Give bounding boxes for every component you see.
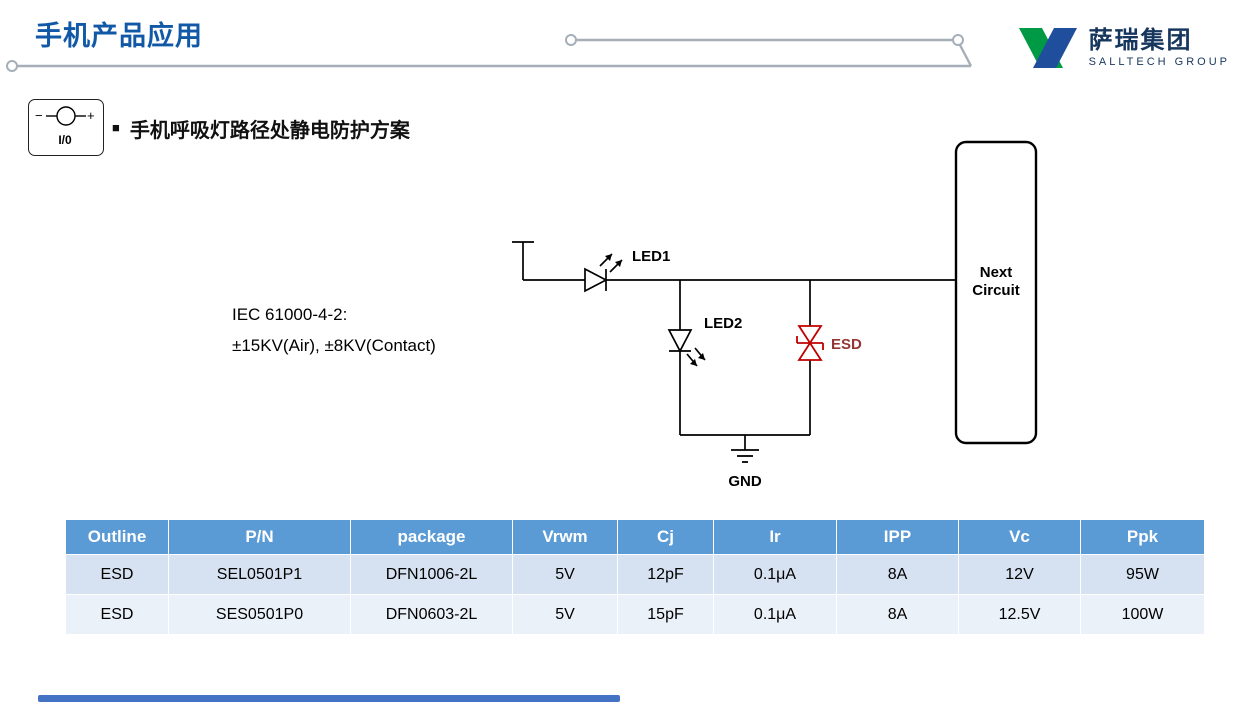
- cell-ir: 0.1μA: [713, 554, 837, 595]
- led2-symbol: [667, 329, 706, 367]
- logo-company-name: 萨瑞集团: [1088, 26, 1193, 54]
- cell-ipp: 8A: [836, 594, 959, 635]
- cell-ir: 0.1μA: [713, 594, 837, 635]
- col-header-outline: Outline: [65, 519, 169, 555]
- cell-vrwm: 5V: [512, 554, 618, 595]
- section-heading-text: 手机呼吸灯路径处静电防护方案: [129, 120, 410, 142]
- iec-standard-note: IEC 61000-4-2: ±15KV(Air), ±8KV(Contact): [232, 300, 436, 361]
- connector-dot-mid: [565, 34, 577, 46]
- table-row: ESD SES0501P0 DFN0603-2L 5V 15pF 0.1μA 8…: [65, 594, 1205, 635]
- io-minus-sign: −: [35, 108, 43, 123]
- col-header-ppk: Ppk: [1080, 519, 1205, 555]
- cell-cj: 15pF: [617, 594, 714, 635]
- col-header-vc: Vc: [958, 519, 1081, 555]
- io-port-icon: − + I/0: [35, 106, 95, 147]
- cell-pn: SES0501P0: [168, 594, 351, 635]
- spec-table: Outline P/N package Vrwm Cj Ir IPP Vc Pp…: [65, 519, 1205, 635]
- next-circuit-label-line1: Next: [980, 264, 1013, 281]
- gnd-symbol: [731, 449, 759, 463]
- logo-text: 萨瑞集团 SALLTECH GROUP: [1088, 26, 1230, 69]
- bullet-square-icon: ■: [112, 120, 120, 135]
- led1-symbol: [584, 253, 623, 293]
- table-header-row: Outline P/N package Vrwm Cj Ir IPP Vc Pp…: [65, 519, 1205, 555]
- cell-pn: SEL0501P1: [168, 554, 351, 595]
- cell-ppk: 95W: [1080, 554, 1205, 595]
- led2-label: LED2: [704, 315, 742, 332]
- cell-vc: 12.5V: [958, 594, 1081, 635]
- salltech-logo-icon: [1018, 28, 1077, 68]
- connector-dot-left: [6, 60, 18, 72]
- io-plus-sign: +: [87, 108, 95, 123]
- circuit-wires: [512, 241, 956, 450]
- cell-outline: ESD: [65, 554, 169, 595]
- col-header-cj: Cj: [617, 519, 714, 555]
- footer-accent-bar: [38, 695, 620, 702]
- esd-tvs-symbol: [796, 325, 824, 361]
- next-circuit-box: [954, 140, 1038, 445]
- col-header-ir: Ir: [713, 519, 837, 555]
- table-row: ESD SEL0501P1 DFN1006-2L 5V 12pF 0.1μA 8…: [65, 554, 1205, 595]
- iec-note-line2: ±15KV(Air), ±8KV(Contact): [232, 335, 436, 355]
- next-circuit-label-line2: Circuit: [972, 282, 1020, 299]
- cell-outline: ESD: [65, 594, 169, 635]
- company-logo: 萨瑞集团 SALLTECH GROUP: [1015, 22, 1230, 74]
- esd-label: ESD: [831, 336, 862, 353]
- led1-label: LED1: [632, 248, 670, 265]
- io-port-icon-box: − + I/0: [28, 99, 104, 156]
- gnd-label: GND: [728, 473, 762, 490]
- connector-dot-right: [952, 34, 964, 46]
- cell-ipp: 8A: [836, 554, 959, 595]
- col-header-pn: P/N: [168, 519, 351, 555]
- iec-note-line1: IEC 61000-4-2:: [232, 305, 348, 324]
- cell-package: DFN1006-2L: [350, 554, 513, 595]
- section-heading: ■ 手机呼吸灯路径处静电防护方案: [112, 114, 410, 143]
- logo-subtitle: SALLTECH GROUP: [1088, 56, 1230, 69]
- circuit-diagram: LED1 LED2 ESD GND Next: [512, 140, 1038, 490]
- io-label: I/0: [58, 133, 72, 147]
- cell-vrwm: 5V: [512, 594, 618, 635]
- col-header-ipp: IPP: [836, 519, 959, 555]
- page-title: 手机产品应用: [35, 21, 203, 51]
- cell-vc: 12V: [958, 554, 1081, 595]
- cell-ppk: 100W: [1080, 594, 1205, 635]
- cell-cj: 12pF: [617, 554, 714, 595]
- cell-package: DFN0603-2L: [350, 594, 513, 635]
- col-header-vrwm: Vrwm: [512, 519, 618, 555]
- col-header-package: package: [350, 519, 513, 555]
